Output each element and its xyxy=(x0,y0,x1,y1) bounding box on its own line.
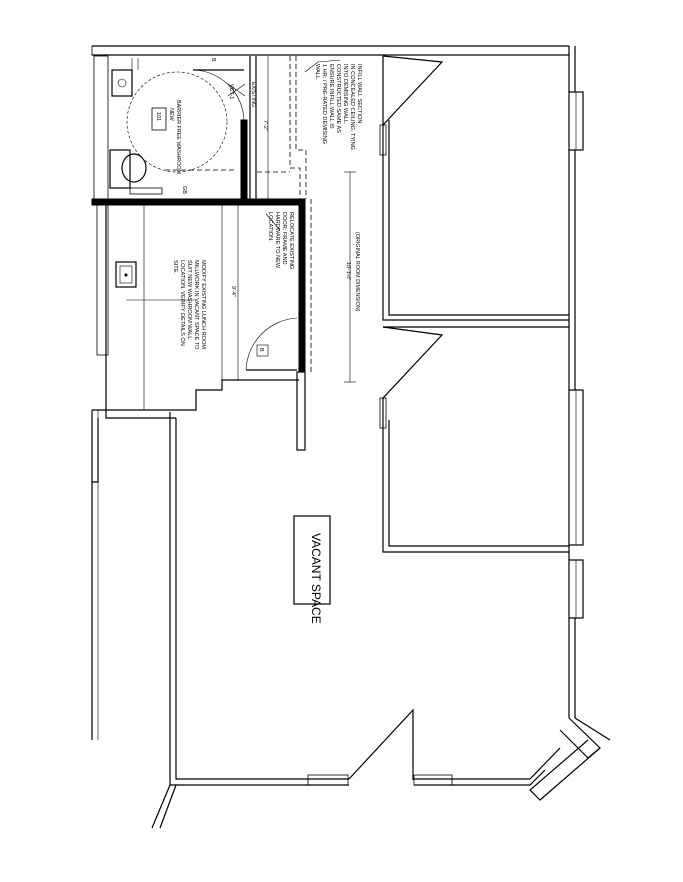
gb-label: GB xyxy=(181,186,187,194)
washroom-number-tag: 101 xyxy=(151,107,167,131)
sink xyxy=(111,69,133,97)
note-infill-line: CONSTRUCTED SAME AS xyxy=(335,64,341,133)
note-modify-lunchroom: MODIFY EXISTING LUNCH ROOM MILLWORK IN V… xyxy=(172,260,206,350)
note-modify-line: MODIFY EXISTING LUNCH ROOM xyxy=(200,260,206,349)
note-modify-line: SUIT NEW WASHROOM WALL xyxy=(186,260,192,339)
original-room-dimension: (ORIGINAL ROOM DIMENSION) xyxy=(354,232,360,312)
washroom-room-tag: NEW BARRIER FREE WASHROOM xyxy=(168,100,181,175)
note-relocate-line: LOCATION. xyxy=(267,212,273,242)
note-relocate-line: HARDWARE TO NEW xyxy=(274,212,280,269)
washroom-number: 101 xyxy=(155,112,161,121)
relocated-door xyxy=(245,317,298,371)
office-walls xyxy=(379,55,569,553)
washroom-walls xyxy=(91,56,306,372)
washroom-door-swing xyxy=(192,69,245,121)
note-infill-line: INFILL WALL SECTION xyxy=(356,64,362,123)
washroom-fixtures xyxy=(109,58,245,195)
dim-9ft: 9'-4" xyxy=(230,286,236,297)
note-infill-line: WALL. xyxy=(314,64,320,81)
toilet xyxy=(109,149,131,189)
note-relocate-line: DOOR, FRAME AND xyxy=(281,212,287,265)
dimension-lines xyxy=(227,56,356,383)
note-modify-line: LOCATION. VERIFY DETAILS ON xyxy=(179,260,185,346)
dim-7ft: 7'-2" xyxy=(262,120,268,131)
vent-label: VCT-1 xyxy=(228,84,234,99)
note-infill-line: INTO DEMISING WALL. xyxy=(342,64,348,125)
note-relocate-line: RELOCATE EXISTING xyxy=(288,212,294,269)
top-exterior-wall xyxy=(91,45,570,56)
washroom-name: BARRIER FREE WASHROOM xyxy=(175,100,181,175)
note-modify-line: SITE. xyxy=(172,260,178,274)
small-labels: EXISTING 7'-2" VCT-1 GB 10'-1½" (ORIGINA… xyxy=(181,58,360,352)
leader-lines xyxy=(265,59,341,231)
note-infill-line: IN CONCEALED CEILING, TYING xyxy=(349,64,355,150)
note-modify-line: MILLWORK IN VACANT SPACE TO xyxy=(193,260,199,350)
washroom-type: NEW xyxy=(168,108,174,121)
lunchroom-sink xyxy=(115,261,195,301)
lunchroom-walls xyxy=(105,205,306,451)
door-tag-b: B xyxy=(258,348,264,352)
right-exterior-wall xyxy=(529,46,611,801)
dashed-existing-walls xyxy=(165,56,312,372)
note-infill-wall: INFILL WALL SECTION IN CONCEALED CEILING… xyxy=(314,64,362,150)
existing-label: EXISTING xyxy=(250,82,256,107)
bottom-left-angle xyxy=(91,409,177,829)
dim-10ft: 10'-1½" xyxy=(345,262,352,280)
vacant-space-text: VACANT SPACE xyxy=(309,533,323,624)
vacant-space-label: VACANT SPACE xyxy=(293,515,331,624)
turning-circle xyxy=(126,71,228,173)
bottom-wall xyxy=(169,412,561,786)
note-relocate-door: RELOCATE EXISTING DOOR, FRAME AND HARDWA… xyxy=(267,212,294,269)
note-infill-line: 1 HR. / PRE-RATED DEMISING xyxy=(321,64,327,144)
door-tag-a: B xyxy=(210,58,216,62)
note-infill-line: ENSURE INFILL WALL IS xyxy=(328,64,334,129)
